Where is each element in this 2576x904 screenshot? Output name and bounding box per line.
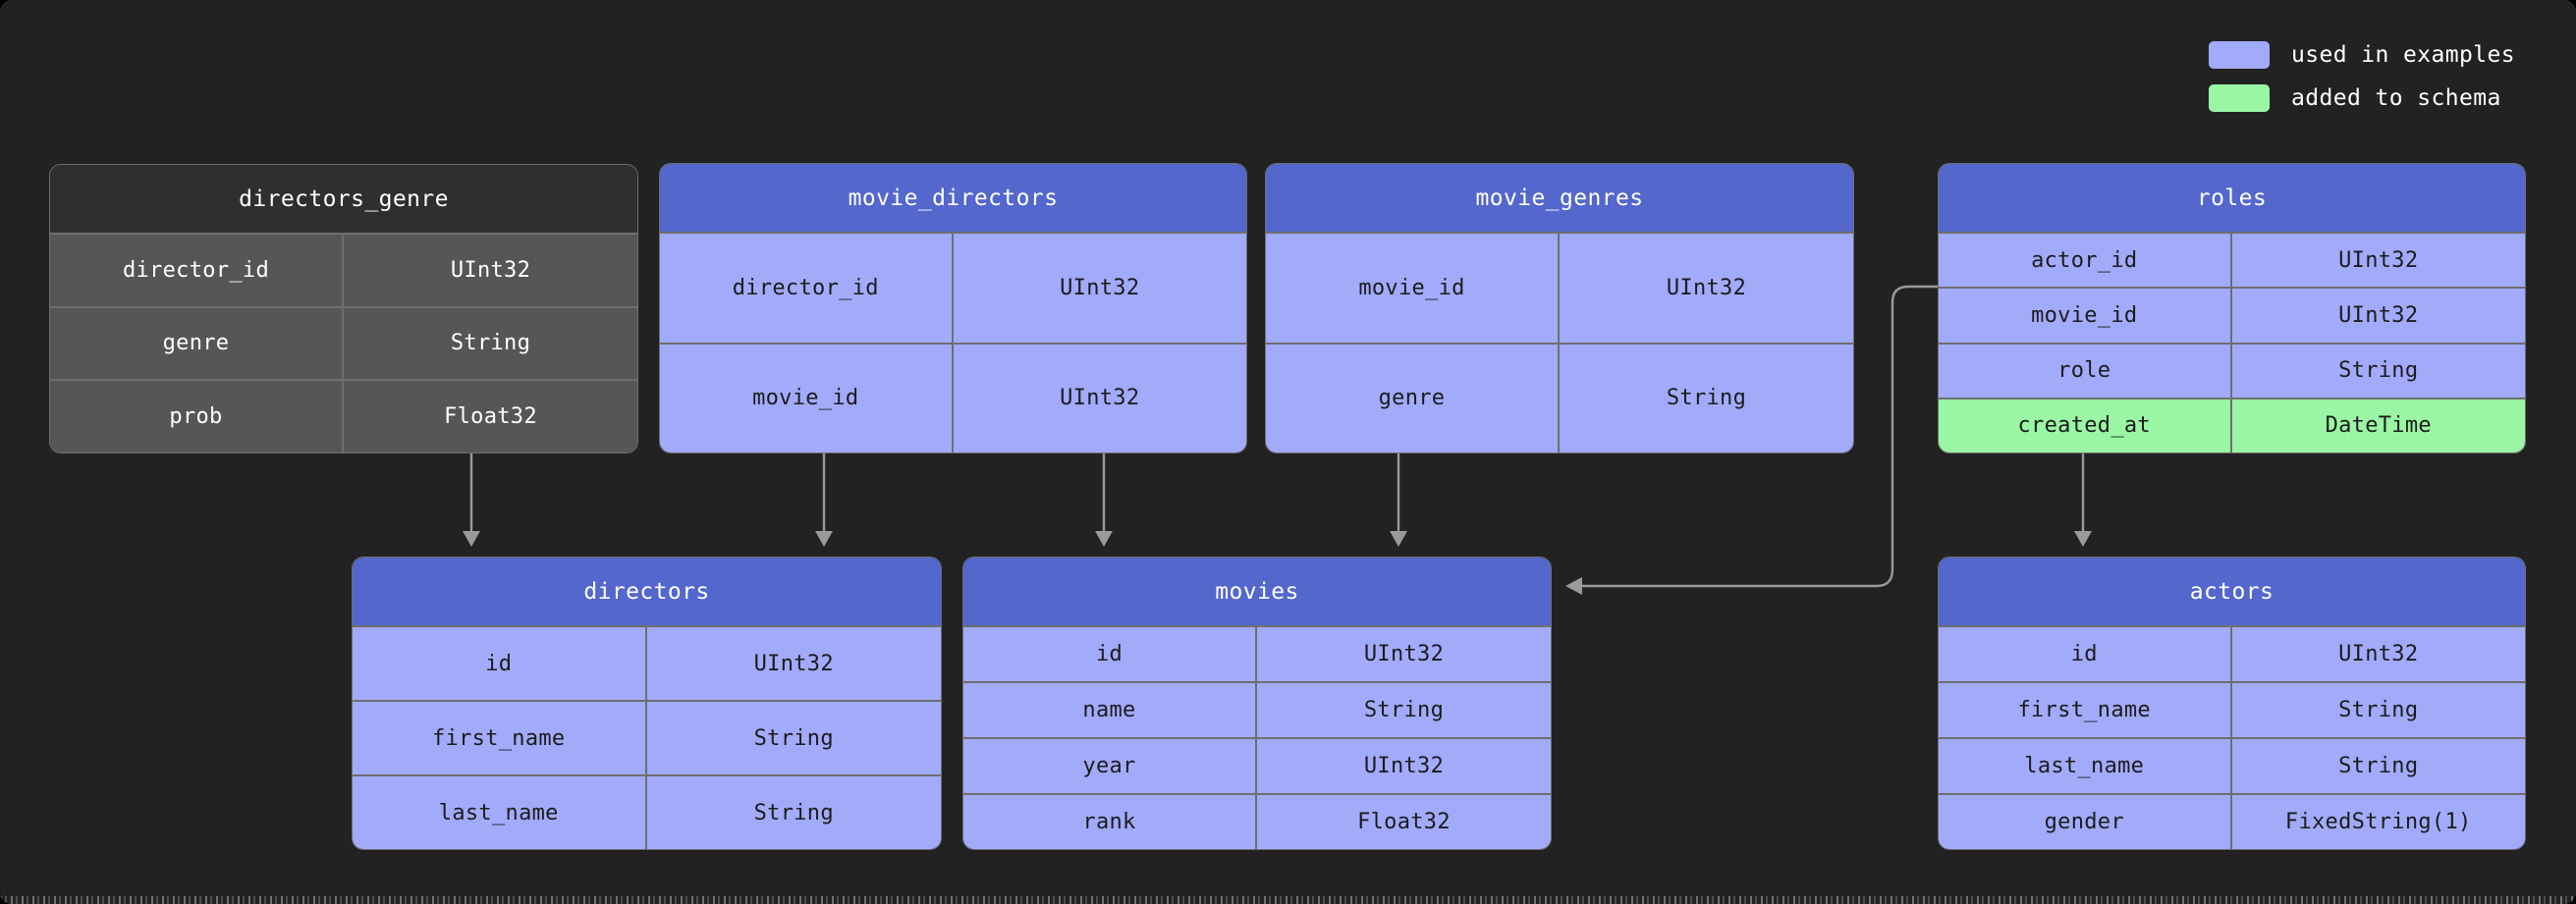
arrowhead: [1095, 531, 1113, 547]
column-name-cell: movie_id: [660, 344, 954, 452]
column-type-cell: UInt32: [1257, 627, 1551, 681]
column-name-cell: year: [963, 739, 1257, 793]
column-name-cell: director_id: [660, 234, 954, 343]
arrowhead: [815, 531, 833, 547]
column-type-cell: UInt32: [953, 344, 1246, 452]
column-type-cell: String: [344, 307, 637, 380]
column-name-cell: role: [1939, 344, 2232, 398]
legend-swatch-added-to-schema: [2209, 84, 2271, 112]
column-name-cell: first_name: [353, 702, 647, 774]
table-title-actors: actors: [1939, 558, 2525, 625]
table-title-directors: directors: [353, 558, 941, 625]
column-type-cell: String: [646, 702, 941, 774]
column-type-cell: String: [2231, 683, 2525, 737]
table-title-movie_directors: movie_directors: [660, 164, 1246, 232]
column-name-cell: genre: [1266, 344, 1560, 452]
column-name-cell: id: [963, 627, 1257, 681]
column-name-cell: first_name: [1939, 683, 2232, 737]
arrowhead: [463, 531, 480, 547]
column-name-cell: last_name: [353, 776, 647, 849]
column-type-cell: FixedString(1): [2231, 795, 2525, 849]
connector-movie_directors-to-movies: [1095, 452, 1113, 547]
bottom-cutoff-artifact: [0, 896, 2576, 904]
column-type-cell: String: [2231, 344, 2525, 398]
legend-item: used in examples: [2209, 41, 2515, 69]
legend-swatch-used-in-examples: [2209, 41, 2271, 69]
column-type-cell: String: [1257, 683, 1551, 737]
column-type-cell: UInt32: [1257, 739, 1551, 793]
legend-label: used in examples: [2291, 42, 2515, 68]
column-type-cell: Float32: [1257, 795, 1551, 849]
column-type-cell: String: [1560, 344, 1853, 452]
table-title-roles: roles: [1939, 164, 2525, 232]
column-type-cell: DateTime: [2231, 399, 2525, 452]
column-name-cell: prob: [50, 381, 344, 452]
column-name-cell: actor_id: [1939, 234, 2232, 288]
table-title-movie_genres: movie_genres: [1266, 164, 1853, 232]
legend-label: added to schema: [2291, 85, 2501, 111]
connector-movie_directors-to-directors: [815, 452, 833, 547]
column-name-cell: gender: [1939, 795, 2232, 849]
arrowhead: [1565, 577, 1582, 595]
column-name-cell: id: [353, 627, 647, 700]
column-type-cell: UInt32: [2231, 627, 2525, 681]
column-name-cell: director_id: [50, 235, 344, 306]
column-type-cell: UInt32: [953, 234, 1246, 343]
connector-directors_genre-to-directors: [463, 452, 480, 547]
column-name-cell: rank: [963, 795, 1257, 849]
column-name-cell: genre: [50, 307, 344, 380]
table-title-movies: movies: [963, 558, 1551, 625]
connector-roles-to-actors: [2074, 452, 2092, 547]
arrowhead: [2074, 531, 2092, 547]
column-name-cell: name: [963, 683, 1257, 737]
column-name-cell: last_name: [1939, 739, 2232, 793]
arrowhead: [1390, 531, 1407, 547]
column-type-cell: UInt32: [2231, 234, 2525, 288]
column-type-cell: UInt32: [1560, 234, 1853, 343]
column-type-cell: String: [2231, 739, 2525, 793]
column-type-cell: Float32: [344, 381, 637, 452]
column-name-cell: movie_id: [1266, 234, 1560, 343]
column-name-cell: movie_id: [1939, 289, 2232, 343]
column-name-cell: created_at: [1939, 399, 2232, 452]
column-type-cell: UInt32: [344, 235, 637, 306]
table-title-directors_genre: directors_genre: [50, 165, 637, 233]
legend: used in examples added to schema: [2209, 41, 2515, 112]
connector-movie_genres-to-movies: [1390, 452, 1407, 547]
column-name-cell: id: [1939, 627, 2232, 681]
column-type-cell: UInt32: [2231, 289, 2525, 343]
legend-item: added to schema: [2209, 84, 2501, 112]
column-type-cell: UInt32: [646, 627, 941, 700]
column-type-cell: String: [646, 776, 941, 849]
